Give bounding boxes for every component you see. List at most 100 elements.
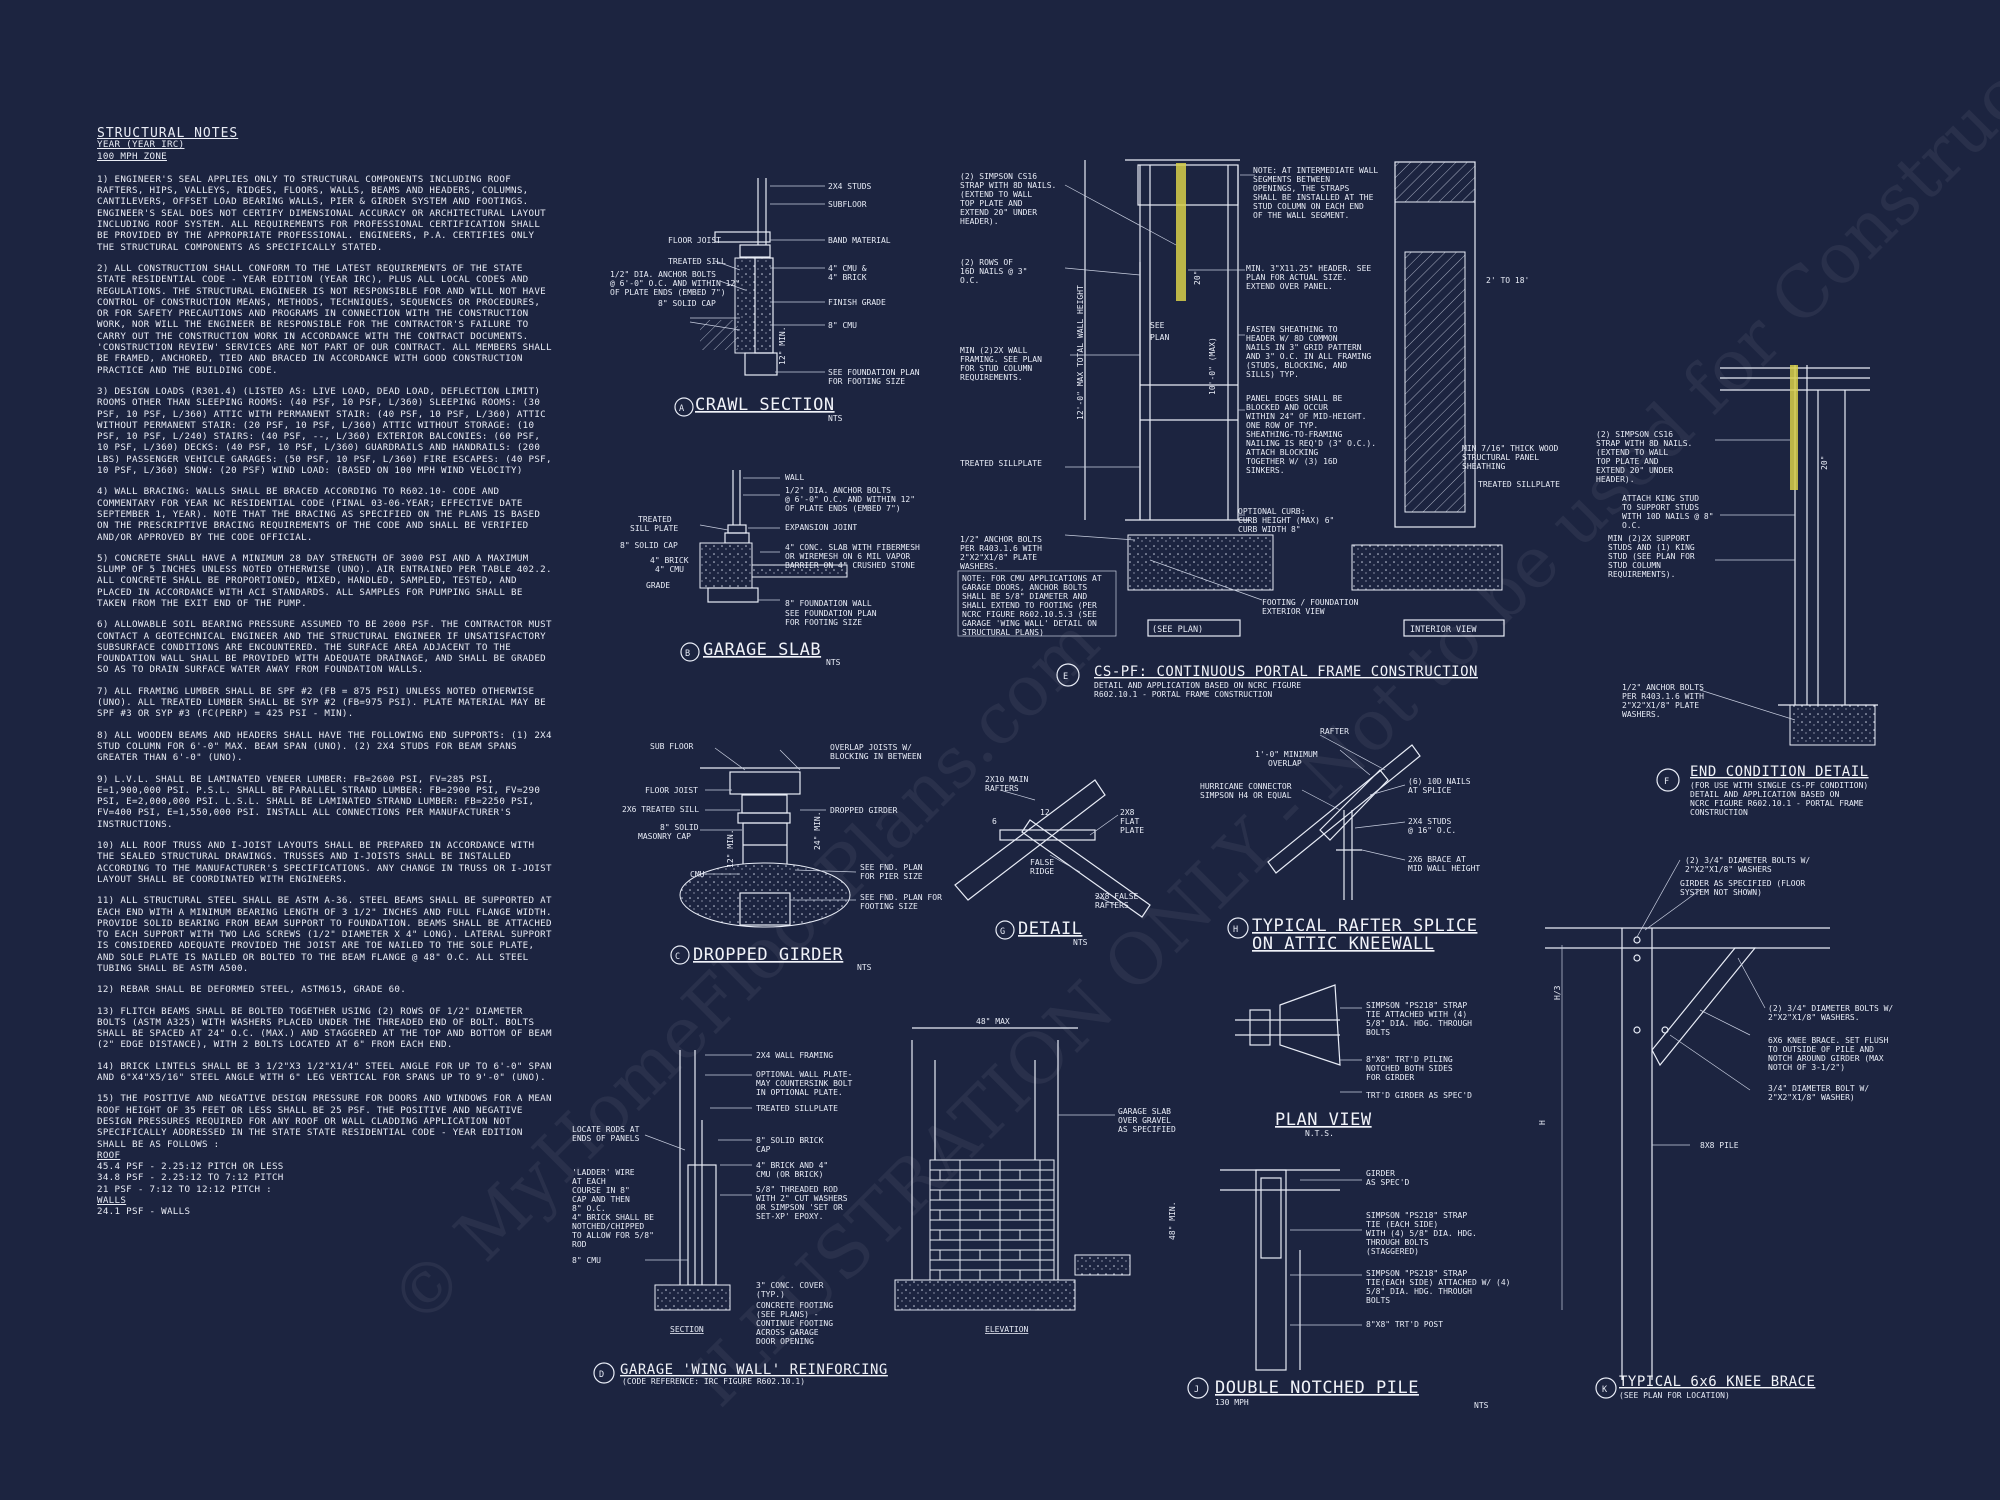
detail-j-label: AS SPEC'D [1366,1178,1410,1187]
detail-h-label: HURRICANE CONNECTOR [1200,782,1292,791]
detail-h-title-line-2: ON ATTIC KNEEWALL [1252,934,1435,954]
detail-f-label: WITH 10d NAILS @ 8" [1622,512,1714,521]
detail-d-label: 48" MAX [976,1017,1010,1026]
detail-b-label: 4" CONC. SLAB WITH FIBERMESH [785,543,920,552]
detail-b-label: 4" BRICK [650,556,689,565]
detail-j-label: TIE ATTACHED WITH (4) [1366,1010,1467,1019]
detail-d-title: GARAGE 'WING WALL' REINFORCING [620,1362,888,1378]
detail-h-label: SIMPSON H4 OR EQUAL [1200,791,1292,800]
detail-e-label: TOGETHER W/ (3) 16d [1246,457,1338,466]
detail-e-note: GARAGE DOORS, ANCHOR BOLTS [962,583,1087,592]
note-11: 11) ALL STRUCTURAL STEEL SHALL BE ASTM A… [97,895,552,974]
detail-e-label: CURB HEIGHT (MAX) 6" [1238,516,1334,525]
detail-c-label: FOOTING SIZE [860,902,918,911]
detail-c-label: 24" MIN. [813,811,822,850]
detail-f-title: END CONDITION DETAIL [1690,764,1869,780]
detail-d-label: 4" BRICK AND 4" [756,1161,828,1170]
detail-e-label: SEGMENTS BETWEEN [1253,175,1330,184]
detail-k-label: (2) 3/4" DIAMETER BOLTS w/ [1685,856,1810,865]
detail-a-label: TREATED SILL [668,257,726,266]
detail-e-dim-max: 10'-0" (MAX) [1208,337,1217,395]
detail-d-letter: D [599,1370,604,1380]
walls-label: WALLS [97,1195,127,1207]
detail-g-label: PLATE [1120,826,1144,835]
detail-g-label: 6 [992,817,997,826]
detail-h-label: 2x6 BRACE AT [1408,855,1466,864]
detail-e-label: PLAN FOR ACTUAL SIZE. [1246,273,1347,282]
detail-e-note: NCRC FIGURE R602.10.5.3 (SEE [962,610,1097,619]
detail-b-label: OR WIREMESH ON 6 MIL VAPOR [785,552,910,561]
detail-h-label: RAFTER [1320,727,1349,736]
detail-h-rafter-splice: RAFTER 1'-0" MINIMUM OVERLAP HURRICANE C… [1200,727,1480,954]
detail-j-label: BOLTS [1366,1028,1390,1037]
detail-a-label: 2x4 STUDS [828,182,872,191]
detail-e-label: FRAMING. SEE PLAN [960,355,1042,364]
detail-e-label: STRAP WITH 8d NAILS. [960,181,1056,190]
detail-g-label: 2x8 FALSE [1095,892,1139,901]
detail-g-label: RAFTERS [985,784,1019,793]
detail-a-label: FLOOR JOIST [668,236,721,245]
detail-a-label: SEE FOUNDATION PLAN [828,368,920,377]
detail-h-title: TYPICAL RAFTER SPLICE [1252,916,1477,936]
roof-label: ROOF [97,1149,121,1161]
detail-e-label: EXTERIOR VIEW [1262,607,1325,616]
detail-e-note: GARAGE 'WING WALL' DETAIL ON [962,619,1097,628]
detail-e-label: ONE ROW OF TYP. [1246,421,1318,430]
detail-e-label: OF THE WALL SEGMENT. [1253,211,1349,220]
detail-d-label: TO ALLOW FOR 5/8" [572,1231,654,1240]
detail-b-label: 1/2" DIA. ANCHOR BOLTS [785,486,891,495]
note-10: 10) ALL ROOF TRUSS AND I-JOIST LAYOUTS S… [97,840,552,885]
detail-j-scale: NTS [1474,1401,1489,1410]
detail-g-label: RIDGE [1030,867,1054,876]
detail-j-letter: J [1194,1385,1199,1395]
note-7: 7) ALL FRAMING LUMBER SHALL BE SPF #2 (F… [97,685,547,720]
detail-f-label: STRAP WITH 8d NAILS. [1596,439,1692,448]
detail-d-label: SET-XP' EPOXY. [756,1212,823,1221]
detail-d-label: IN OPTIONAL PLATE. [756,1088,843,1097]
detail-k-label: TO OUTSIDE OF PILE AND [1768,1045,1874,1054]
detail-k-label: 8x8 PILE [1700,1141,1739,1150]
detail-h-label: @ 16" O.C. [1408,826,1456,835]
detail-e-label: SHEATHING-TO-FRAMING [1246,430,1343,439]
detail-j-plan-scale: N.T.S. [1305,1129,1334,1138]
detail-e-label: NOTE: AT INTERMEDIATE WALL [1253,166,1378,175]
detail-e-label: MIN 7/16" THICK WOOD [1462,444,1559,453]
detail-c-label: FOR PIER SIZE [860,872,923,881]
detail-b-label: 8" SOLID CAP [620,541,678,550]
detail-e-label: (2) SIMPSON CS16 [960,172,1037,181]
detail-f-label: STUDS AND (1) KING [1608,543,1695,552]
detail-k-title: TYPICAL 6x6 KNEE BRACE [1619,1374,1815,1390]
detail-d-label: CONCRETE FOOTING [756,1301,833,1310]
detail-e-portal-frame: (SEE PLAN) INTERIOR VIEW (2) SIMPSON CS1… [957,159,1560,699]
note-14: 14) BRICK LINTELS SHALL BE 3 1/2"x3 1/2"… [97,1060,552,1084]
detail-e-interior-view: (SEE PLAN) [1152,625,1203,635]
detail-k-label: NOTCH OF 3-1/2") [1768,1063,1845,1072]
detail-h-letter: H [1233,925,1238,935]
detail-d-label: AT EACH [572,1177,606,1186]
detail-j-label: FOR GIRDER [1366,1073,1414,1082]
detail-c-label: 8" SOLID [660,823,699,832]
detail-b-label: @ 6'-0" O.C. AND WITHIN 12" [785,495,915,504]
detail-f-subtitle-4: CONSTRUCTION [1690,808,1748,817]
detail-e-subtitle-1: DETAIL AND APPLICATION BASED ON NCRC FIG… [1094,681,1301,690]
walls-line-1: 24.1 PSF - WALLS [97,1206,191,1218]
detail-a-letter: A [679,404,684,414]
detail-c-label: SEE FND. PLAN [860,863,923,872]
detail-j-plan-title: PLAN VIEW [1275,1110,1372,1130]
detail-h-label: 1'-0" MINIMUM [1255,750,1318,759]
detail-a-label: FOR FOOTING SIZE [828,377,905,386]
detail-j-label: BOLTS [1366,1296,1390,1305]
detail-j-label: 8"x8" TRT'D PILING [1366,1055,1453,1064]
note-15: 15) THE POSITIVE AND NEGATIVE DESIGN PRE… [97,1093,552,1150]
detail-c-label: SUB FLOOR [650,742,694,751]
detail-b-label: BARRIER ON 4" CRUSHED STONE [785,561,915,570]
detail-e-label: OPENINGS, THE STRAPS [1253,184,1350,193]
detail-k-label: 2"x2"x1/8" WASHERS. [1768,1013,1860,1022]
detail-d-label: COURSE IN 8" [572,1186,630,1195]
detail-b-label: EXPANSION JOINT [785,523,857,532]
detail-f-label: REQUIREMENTS). [1608,570,1675,579]
detail-e-label: BLOCKED AND OCCUR [1246,403,1328,412]
detail-f-label: STUD (SEE PLAN FOR [1608,552,1695,561]
detail-j-label: TRT'D GIRDER AS SPEC'D [1366,1091,1472,1100]
